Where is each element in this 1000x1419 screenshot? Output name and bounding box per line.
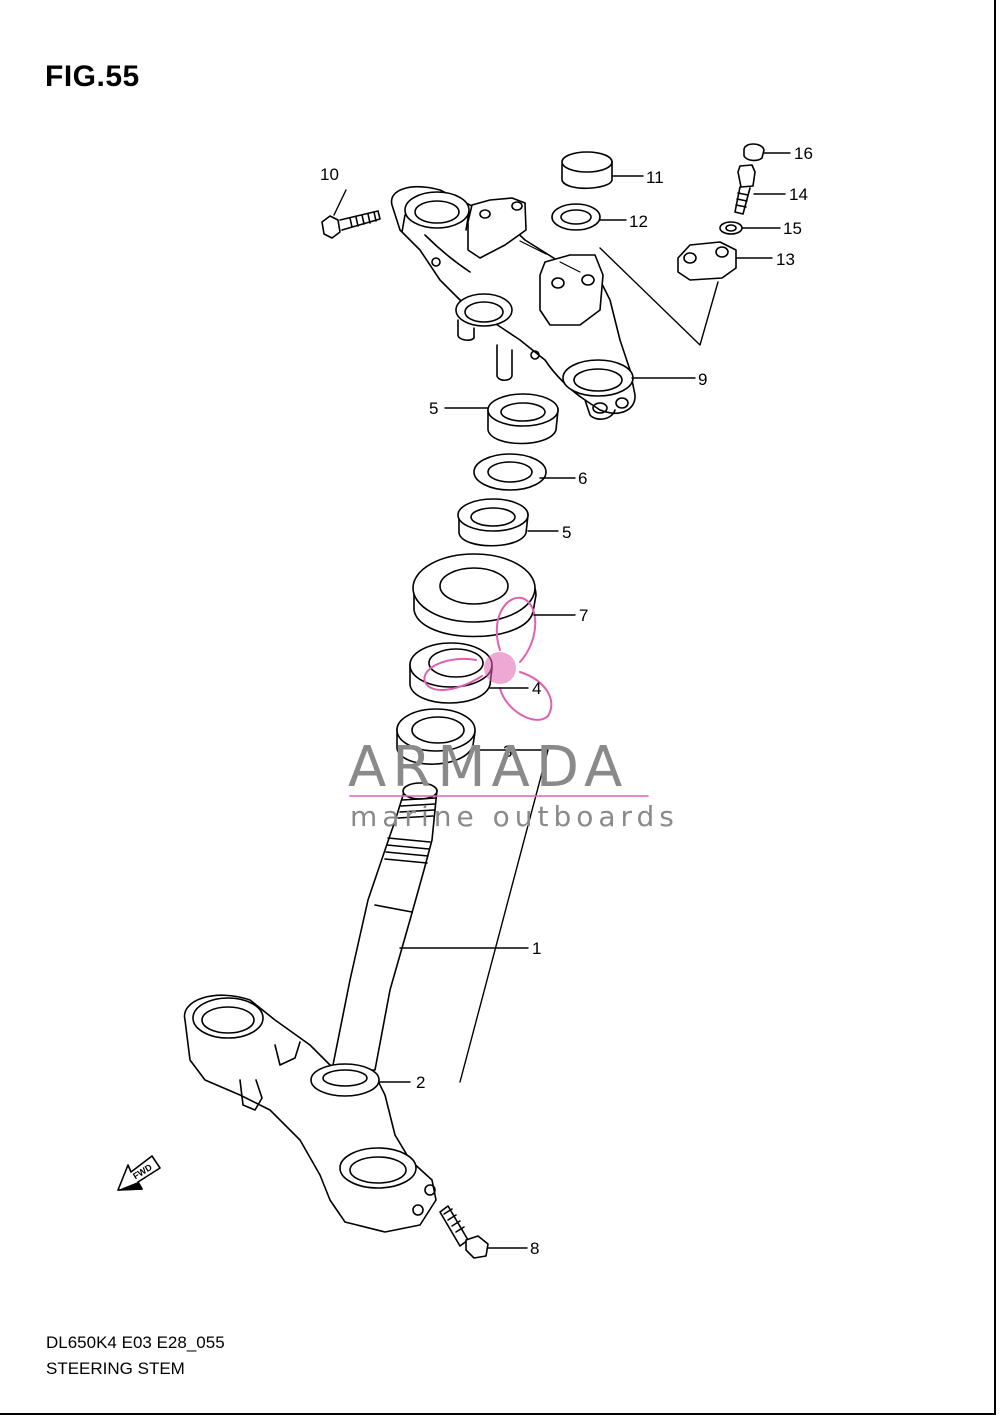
- callout-label: 16: [794, 144, 813, 163]
- callout-label: 11: [646, 168, 664, 187]
- callout-label: 6: [578, 469, 587, 488]
- dust-seal-part-7: [412, 553, 537, 638]
- callout-label: 4: [532, 679, 541, 698]
- clamp-part-13: [677, 241, 737, 281]
- callout-label: 3: [503, 742, 512, 761]
- callout-label: 1: [532, 939, 541, 958]
- callout-label: 10: [320, 165, 339, 184]
- model-code: DL650K4 E03 E28_055: [46, 1333, 225, 1352]
- callout-label: 2: [416, 1073, 425, 1092]
- callout-label: 9: [698, 370, 707, 389]
- cap-part-11: [561, 151, 613, 190]
- watermark-tagline: marine outboards: [350, 800, 679, 833]
- washer-part-6: [473, 453, 547, 491]
- bearing-part-4: [409, 642, 493, 704]
- callout-label: 14: [789, 185, 808, 204]
- watermark-brand: ARMADA: [348, 735, 629, 800]
- washer-part-12: [551, 203, 601, 231]
- leader-lines: [333, 152, 791, 1249]
- figure-title: FIG.55: [45, 60, 140, 93]
- lower-bracket: [183, 994, 437, 1233]
- dashed-guide: [519, 240, 581, 273]
- nut-part-5-lower: [457, 498, 529, 547]
- diagram-caption: STEERING STEM: [46, 1359, 185, 1378]
- callout-label: 7: [579, 606, 588, 625]
- bolt-part-14: [734, 164, 756, 215]
- upper-bracket-part-9: [390, 186, 636, 420]
- callout-label: 15: [783, 219, 802, 238]
- callout-label: 5: [429, 399, 438, 418]
- callout-label: 5: [562, 523, 571, 542]
- nut-part-5-upper: [487, 393, 559, 445]
- callout-labels: 1 2 3 4 5 5 6 7 8 9 10 11 12 13 14 15 16: [320, 144, 813, 1258]
- callout-label: 13: [776, 250, 795, 269]
- bolt-part-8: [439, 1205, 489, 1259]
- callout-label: 12: [629, 212, 648, 231]
- bolt-part-10: [321, 210, 381, 239]
- watermark-propeller-logo: [423, 596, 553, 721]
- steering-stem-part-1: [331, 782, 438, 1071]
- washer-part-15: [719, 221, 743, 235]
- cap-part-16: [743, 143, 765, 162]
- bearing-part-3: [396, 708, 476, 765]
- fwd-arrow-icon: [117, 1155, 161, 1191]
- callout-label: 8: [530, 1239, 539, 1258]
